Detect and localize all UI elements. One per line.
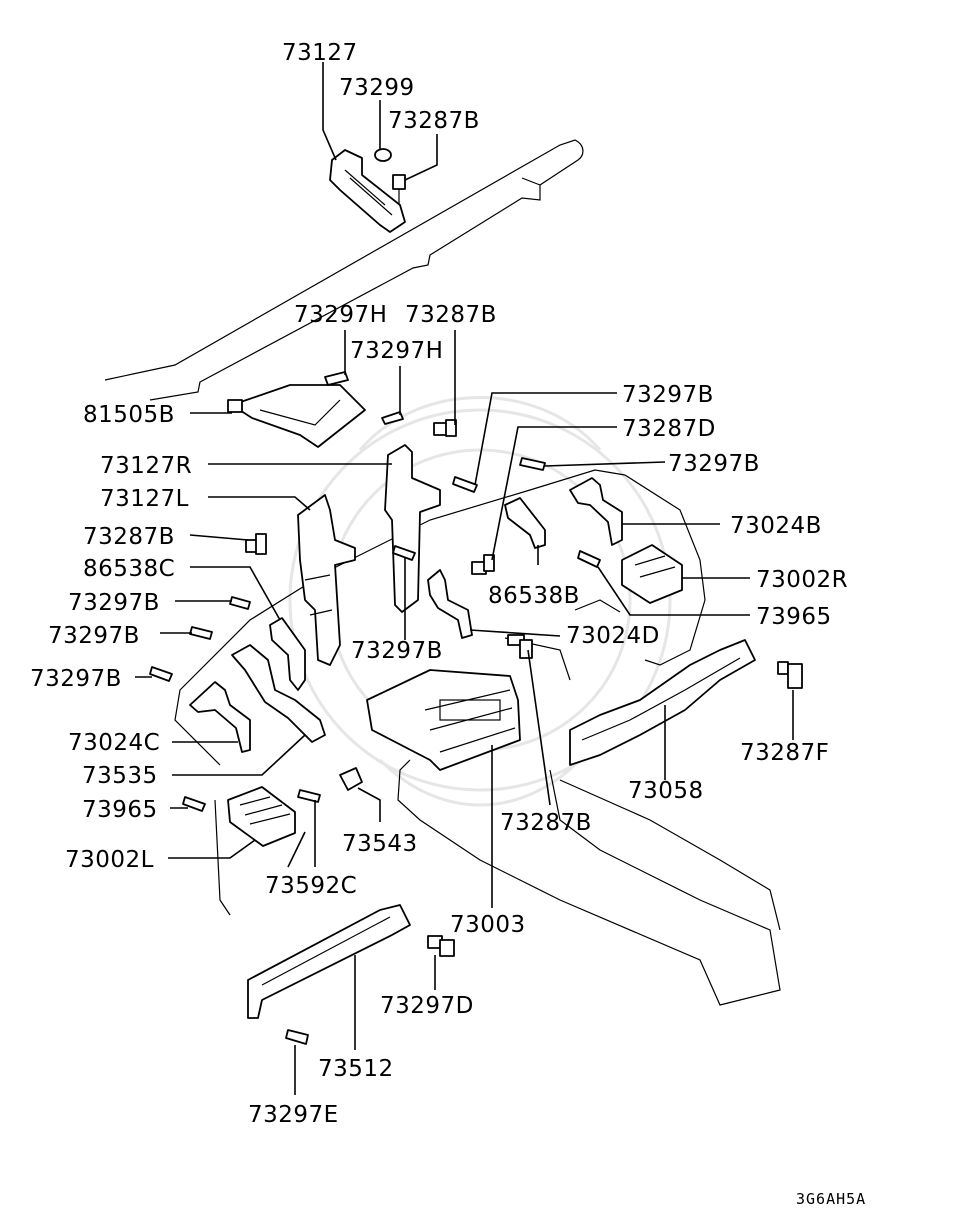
part-labels: 73127 73299 73287B 73297H 73287B 73297H …: [30, 40, 866, 1208]
part-73127R-stay: [384, 444, 441, 613]
part-73287B-bolt-l: [245, 533, 267, 555]
label-73003: 73003: [450, 912, 526, 938]
label-73297B-r2: 73297B: [668, 451, 760, 477]
label-73965-r: 73965: [756, 604, 832, 630]
label-73002L: 73002L: [65, 847, 154, 873]
part-73287B-bolt-c: [507, 634, 533, 659]
steering-support-beam: [104, 139, 584, 401]
label-73024D: 73024D: [566, 623, 660, 649]
part-73297H-screw-b: [381, 411, 404, 425]
part-86538B-bracket: [504, 497, 546, 549]
part-73297B-screw-r1: [452, 476, 478, 493]
part-86538C-bracket: [269, 617, 306, 691]
part-73024C-bracket: [189, 681, 251, 753]
part-73512-lower-bracket: [247, 904, 411, 1019]
part-73297B-screw-l3: [149, 666, 173, 682]
part-73024D-bracket: [427, 569, 473, 639]
leader-lines: [135, 62, 794, 1095]
part-73297B-screw-l2: [189, 626, 213, 640]
label-81505B: 81505B: [83, 402, 175, 428]
diagram-code: 3G6AH5A: [796, 1190, 866, 1208]
label-73297H-b: 73297H: [350, 338, 443, 364]
part-73297B-screw-l1: [229, 596, 251, 610]
label-86538B: 86538B: [488, 583, 580, 609]
part-73002L-vent: [227, 786, 296, 847]
part-73002R-vent: [621, 544, 683, 604]
part-73058-duct: [569, 639, 756, 766]
label-73024B: 73024B: [730, 513, 822, 539]
part-73287B-bolt-b: [433, 419, 457, 437]
label-73127L: 73127L: [100, 486, 189, 512]
part-73543-clip: [339, 767, 363, 791]
part-81505B-plate: [227, 384, 366, 448]
part-73592C-screw: [297, 789, 321, 803]
part-73297H-screw-a: [324, 371, 349, 386]
label-73512: 73512: [318, 1056, 394, 1082]
part-73287B-bolt-top: [392, 174, 406, 205]
label-73297H-a: 73297H: [294, 302, 387, 328]
label-73965-l: 73965: [82, 797, 158, 823]
label-73297B-c: 73297B: [351, 638, 443, 664]
part-73287F-bolt: [777, 661, 803, 689]
label-73297E: 73297E: [248, 1102, 339, 1128]
part-73297B-screw-c: [392, 545, 416, 561]
label-73592C: 73592C: [265, 873, 357, 899]
label-73287B-c: 73287B: [500, 810, 592, 836]
part-73127-bracket: [329, 149, 406, 233]
label-73127R: 73127R: [100, 453, 192, 479]
label-73297B-l1: 73297B: [68, 590, 160, 616]
part-73297E-screw: [285, 1029, 309, 1045]
label-73297B-l3: 73297B: [30, 666, 122, 692]
part-73535-bracket: [231, 644, 326, 743]
label-73127: 73127: [282, 40, 358, 66]
part-73965-screw-l: [182, 796, 206, 812]
label-73297D: 73297D: [380, 993, 474, 1019]
part-73024B-bracket: [569, 477, 623, 546]
label-73535: 73535: [82, 763, 158, 789]
part-73127L-stay: [297, 494, 356, 666]
label-73002R: 73002R: [756, 567, 848, 593]
label-73287D: 73287D: [622, 416, 716, 442]
label-73287B-top: 73287B: [388, 108, 480, 134]
label-73297B-r1: 73297B: [622, 382, 714, 408]
part-73299-nut: [374, 148, 392, 162]
label-86538C: 86538C: [83, 556, 175, 582]
label-73543: 73543: [342, 831, 418, 857]
label-73287B-b: 73287B: [405, 302, 497, 328]
label-73287B-l: 73287B: [83, 524, 175, 550]
label-73058: 73058: [628, 778, 704, 804]
part-73287D-bolt: [471, 554, 495, 575]
label-73297B-l2: 73297B: [48, 623, 140, 649]
part-73297B-screw-r2: [519, 457, 546, 471]
part-73297D-bolt: [427, 935, 455, 957]
part-73003-center-vent: [366, 669, 521, 771]
label-73024C: 73024C: [68, 730, 160, 756]
label-73299: 73299: [339, 75, 415, 101]
label-73287F: 73287F: [740, 740, 829, 766]
part-73965-screw-r: [577, 550, 601, 568]
